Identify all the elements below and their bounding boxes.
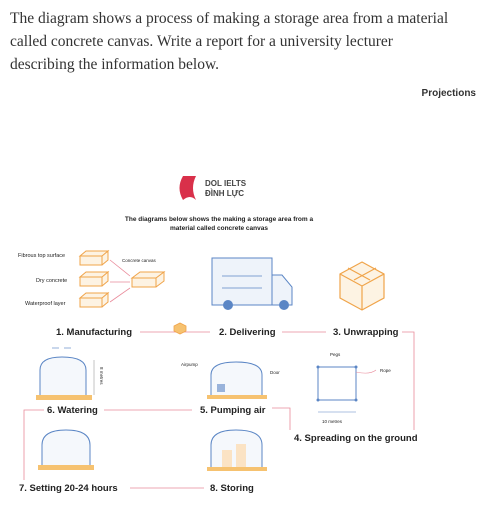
prompt-line-1: The diagram shows a process of making a … (10, 10, 449, 27)
dome-watering-icon (36, 347, 95, 400)
diagram-title-line-2: material called concrete canvas (170, 225, 268, 232)
step-2-label: 2. Delivering (219, 327, 276, 338)
step-4-label: 4. Spreading on the ground (294, 433, 418, 444)
layer-boxes (78, 249, 166, 308)
prompt-line-3: describing the information below. (10, 56, 220, 73)
airpump-label: Airpump (181, 362, 198, 367)
concrete-canvas-box (130, 271, 166, 288)
pumping-air-icon (207, 361, 267, 399)
truck-icon (211, 257, 293, 310)
folded-canvas-icon (339, 261, 385, 311)
step-5-label: 5. Pumping air (200, 405, 266, 416)
arrow-4-5 (272, 407, 291, 430)
layer-label-canvas: Concrete canvas (122, 258, 157, 263)
layer-label-dry: Dry concrete (36, 278, 67, 284)
step-8-label: 8. Storing (210, 483, 254, 494)
prompt-line-2: called concrete canvas. Write a report f… (10, 33, 393, 50)
step-6-label: 6. Watering (47, 405, 98, 416)
width-label: 10 metres (322, 419, 343, 424)
pegs-label: Pegs (330, 352, 341, 357)
layer-box-waterproof (78, 291, 110, 308)
layer-label-waterproof: Waterproof layer (25, 301, 66, 307)
arrow-3-4 (402, 331, 415, 430)
storing-dome-icon (207, 429, 267, 471)
dol-logo: DOL IELTS ĐÌNH LỰC (179, 176, 247, 200)
arrow-6-7 (23, 409, 44, 480)
layer-label-fibrous: Fibrous top surface (18, 253, 65, 259)
setting-dome-icon (38, 429, 94, 470)
height-label: 8 metres (99, 367, 104, 385)
logo-line-2: ĐÌNH LỰC (205, 189, 244, 198)
prompt-text: The diagram shows a process of making a … (10, 7, 488, 76)
rope-label: Rope (380, 368, 391, 373)
door-label: Door (270, 370, 280, 375)
canvas-roll-icon (173, 322, 187, 335)
flow-arrows (23, 331, 415, 489)
layer-box-fibrous (78, 249, 110, 266)
diagram-title-line-1: The diagrams below shows the making a st… (125, 216, 314, 223)
logo-mark-icon (179, 176, 196, 200)
projections-link[interactable]: Projections (421, 88, 476, 99)
spreading-icon (316, 365, 377, 413)
step-7-label: 7. Setting 20-24 hours (19, 483, 118, 494)
layer-arrows (109, 259, 131, 303)
layer-box-dry (78, 270, 110, 287)
step-3-label: 3. Unwrapping (333, 327, 399, 338)
logo-line-1: DOL IELTS (205, 179, 247, 188)
step-1-label: 1. Manufacturing (56, 327, 132, 338)
